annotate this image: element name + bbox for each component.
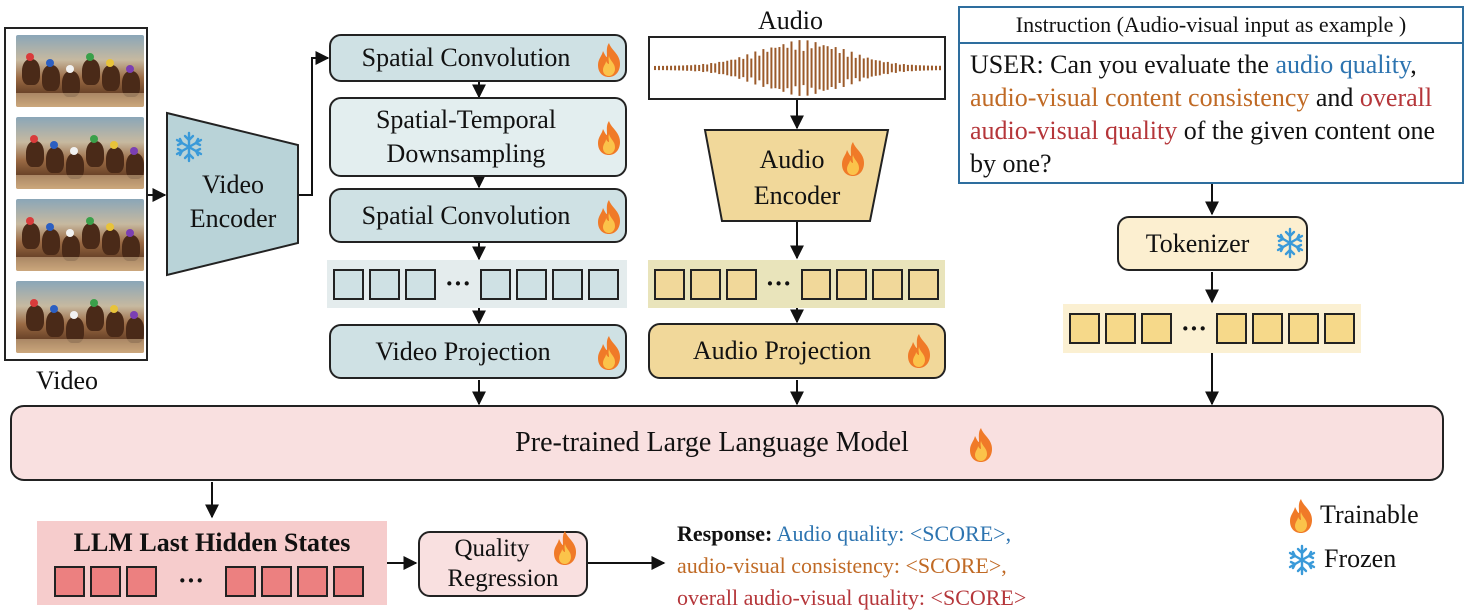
text-token: [1141, 313, 1172, 344]
audio-projection-block: Audio Projection: [648, 323, 946, 379]
tokenizer-label: Tokenizer: [1145, 228, 1250, 258]
audio-token: [836, 268, 868, 300]
flame-icon: [550, 530, 580, 571]
video-token: [333, 268, 364, 300]
text-token: [1216, 313, 1248, 344]
video-encoder-label-line2: Encoder: [189, 204, 277, 233]
flame-icon: [594, 335, 624, 376]
audio-token: [908, 268, 940, 300]
response-line1: Audio quality: <SCORE>,: [772, 521, 1012, 546]
video-frame: [16, 199, 144, 271]
video-token: [516, 268, 548, 300]
flame-icon: [594, 42, 624, 83]
response-prefix: Response:: [677, 521, 773, 546]
hidden-states-label: LLM Last Hidden States: [73, 528, 351, 557]
quality-regression-label-line2: Regression: [447, 565, 559, 592]
audio-encoder-label-line1: Audio: [759, 145, 825, 174]
audio-encoder-label-line2: Encoder: [753, 181, 841, 210]
response-line3: overall audio-visual quality: <SCORE>: [677, 585, 1027, 610]
arrow-encoder-to-spatial-conv: [298, 51, 330, 196]
hidden-token-row: ···: [54, 563, 384, 599]
instruction-header: Instruction (Audio-visual input as examp…: [958, 6, 1464, 42]
video-token: [552, 268, 584, 300]
hidden-token: [54, 565, 85, 597]
spatial-temporal-downsampling-block: Spatial-Temporal Downsampling: [329, 97, 627, 177]
response-line2: audio-visual consistency: <SCORE>,: [677, 553, 1007, 578]
tokenizer-block: Tokenizer: [1117, 216, 1308, 271]
audio-token: [800, 268, 832, 300]
flame-icon: [1286, 498, 1316, 539]
downsampling-label-line2: Downsampling: [386, 139, 546, 168]
video-frame: [16, 117, 144, 189]
hidden-token: [225, 565, 257, 597]
flame-icon: [594, 199, 624, 240]
llm-block: Pre-trained Large Language Model: [10, 405, 1444, 481]
quality-regression-block: Quality Regression: [418, 531, 588, 597]
video-encoder-label-line1: Video: [202, 170, 264, 199]
video-token: [588, 268, 620, 300]
legend-frozen-label: Frozen: [1324, 544, 1397, 573]
flame-icon: [594, 120, 624, 161]
spatial-convolution-2-label: Spatial Convolution: [361, 200, 571, 230]
video-frames-panel: [4, 27, 148, 361]
video-token-row: ···: [327, 260, 627, 308]
video-frame: [16, 281, 144, 353]
audio-token: [725, 268, 757, 300]
instruction-body: USER: Can you evaluate the audio quality…: [958, 42, 1464, 184]
snowflake-icon: [173, 131, 205, 168]
snowflake-icon: [1274, 227, 1306, 264]
video-token: [369, 268, 400, 300]
audio-token-row: ···: [648, 260, 945, 308]
text-token: [1288, 313, 1320, 344]
hidden-token: [126, 565, 157, 597]
flame-icon: [904, 333, 934, 374]
video-projection-block: Video Projection: [329, 324, 627, 379]
audio-encoder-label: Audio Encoder: [722, 142, 872, 214]
text-token: [1105, 313, 1136, 344]
text-token: [1069, 313, 1100, 344]
instruction-sep2: and: [1309, 83, 1360, 112]
text-token-row: ···: [1063, 304, 1361, 353]
response-text: Response: Audio quality: <SCORE>, audio-…: [677, 518, 1026, 614]
spatial-convolution-block-2: Spatial Convolution: [329, 188, 627, 243]
video-projection-label: Video Projection: [375, 336, 551, 366]
instruction-suffix: of the given content one by one?: [970, 116, 1436, 178]
downsampling-label-line1: Spatial-Temporal: [375, 105, 557, 134]
hidden-token: [333, 565, 365, 597]
instruction-audio-quality: audio quality: [1275, 50, 1411, 79]
hidden-token: [261, 565, 293, 597]
hidden-token: [297, 565, 329, 597]
video-encoder-label: Video Encoder: [172, 168, 294, 236]
legend-trainable-label: Trainable: [1320, 500, 1419, 529]
spatial-convolution-1-label: Spatial Convolution: [361, 43, 571, 73]
audio-waveform: [654, 40, 941, 96]
video-frame: [16, 35, 144, 107]
text-token: [1252, 313, 1284, 344]
text-token-ellipsis: ···: [1181, 313, 1208, 343]
video-token-ellipsis: ···: [445, 269, 472, 298]
audio-token: [654, 268, 685, 300]
instruction-av-consistency: audio-visual content consistency: [970, 83, 1310, 112]
audio-encoder-shape: [703, 129, 890, 222]
flame-icon: [838, 141, 868, 182]
text-token: [1324, 313, 1356, 344]
audio-token: [689, 268, 721, 300]
flame-icon: [966, 427, 996, 468]
instruction-prefix: USER: Can you evaluate the: [970, 50, 1276, 79]
video-label: Video: [36, 366, 98, 395]
spatial-convolution-block-1: Spatial Convolution: [329, 34, 627, 82]
audio-label: Audio: [758, 6, 823, 35]
hidden-token: [90, 565, 121, 597]
instruction-sep1: ,: [1410, 50, 1417, 79]
video-token: [405, 268, 436, 300]
quality-regression-label-line1: Quality: [454, 535, 530, 562]
snowflake-icon: [1286, 544, 1318, 581]
hidden-token-ellipsis: ···: [178, 566, 205, 595]
video-token: [480, 268, 512, 300]
instruction-overall-quality: overall audio-visual quality: [970, 83, 1433, 145]
llm-label: Pre-trained Large Language Model: [515, 427, 909, 459]
audio-token-ellipsis: ···: [765, 269, 792, 298]
audio-projection-label: Audio Projection: [692, 336, 872, 366]
audio-token: [872, 268, 904, 300]
